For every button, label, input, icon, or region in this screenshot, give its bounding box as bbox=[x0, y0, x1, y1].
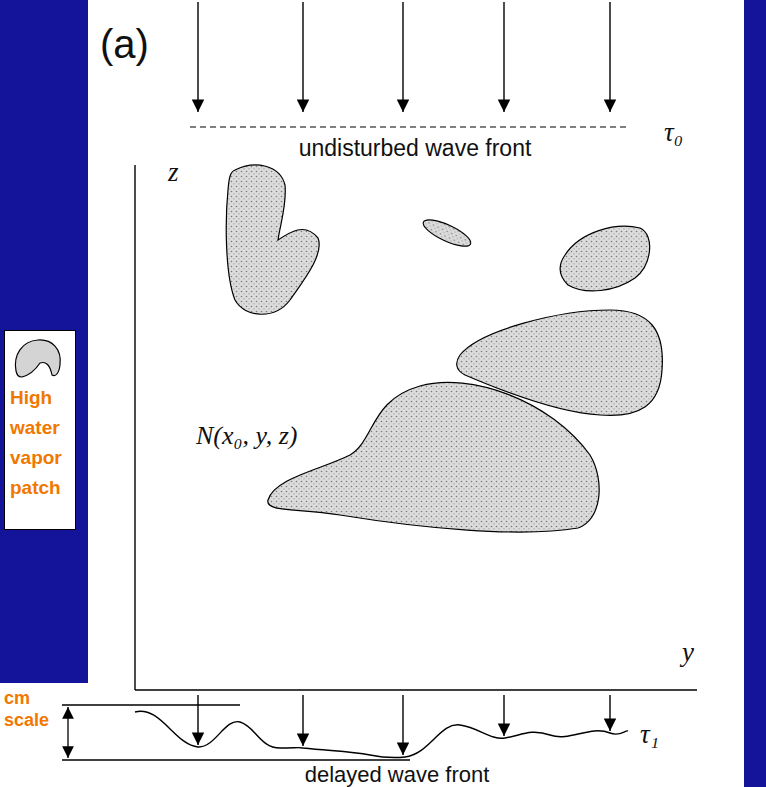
dashed-wavefront bbox=[190, 126, 626, 127]
axis-label: y bbox=[682, 638, 694, 668]
y-axis bbox=[135, 689, 697, 690]
scale-line bbox=[62, 759, 410, 760]
outgoing-arrows bbox=[198, 695, 610, 755]
axis-label: z bbox=[168, 158, 179, 188]
delayed-wavefront bbox=[135, 711, 628, 757]
legend-box: High water vapor patch bbox=[4, 330, 76, 530]
panel-letter: (a) bbox=[100, 22, 149, 66]
ray-arrow bbox=[503, 695, 504, 736]
ray-arrow bbox=[197, 695, 198, 745]
time-symbol: τ₁ bbox=[640, 720, 659, 750]
ray-arrow bbox=[609, 695, 610, 731]
legend-entry: High water vapor patch bbox=[10, 383, 72, 503]
legend-icon bbox=[10, 335, 66, 383]
ray-arrow bbox=[302, 2, 303, 112]
vapor-patch bbox=[560, 226, 650, 291]
scale-arrow bbox=[67, 707, 68, 758]
z-axis bbox=[134, 165, 135, 690]
wavefront-label: delayed wave front bbox=[305, 763, 490, 787]
ray-arrow bbox=[609, 2, 610, 112]
figure-panel bbox=[88, 0, 744, 787]
ray-arrow bbox=[402, 695, 403, 755]
density-symbol: N(x₀, y, z) bbox=[196, 422, 297, 451]
scale-line bbox=[62, 704, 240, 705]
time-symbol: τ₀ bbox=[664, 118, 683, 148]
wavefront-label: undisturbed wave front bbox=[299, 136, 532, 161]
legend-text: High water vapor patch bbox=[10, 383, 72, 503]
ray-arrow bbox=[402, 2, 403, 112]
scale-panel bbox=[0, 683, 90, 787]
scale-marker bbox=[62, 705, 410, 760]
vapor-patch-icon bbox=[15, 340, 60, 377]
scale-label: cm scale bbox=[4, 688, 60, 731]
vapor-patches bbox=[226, 165, 662, 532]
vapor-patch bbox=[268, 382, 599, 532]
incoming-arrows bbox=[198, 2, 610, 112]
ray-arrow bbox=[302, 695, 303, 746]
axes bbox=[135, 165, 697, 690]
ray-arrow bbox=[197, 2, 198, 112]
vapor-patch bbox=[226, 165, 319, 314]
vapor-patch bbox=[420, 215, 474, 251]
ray-arrow bbox=[503, 2, 504, 112]
